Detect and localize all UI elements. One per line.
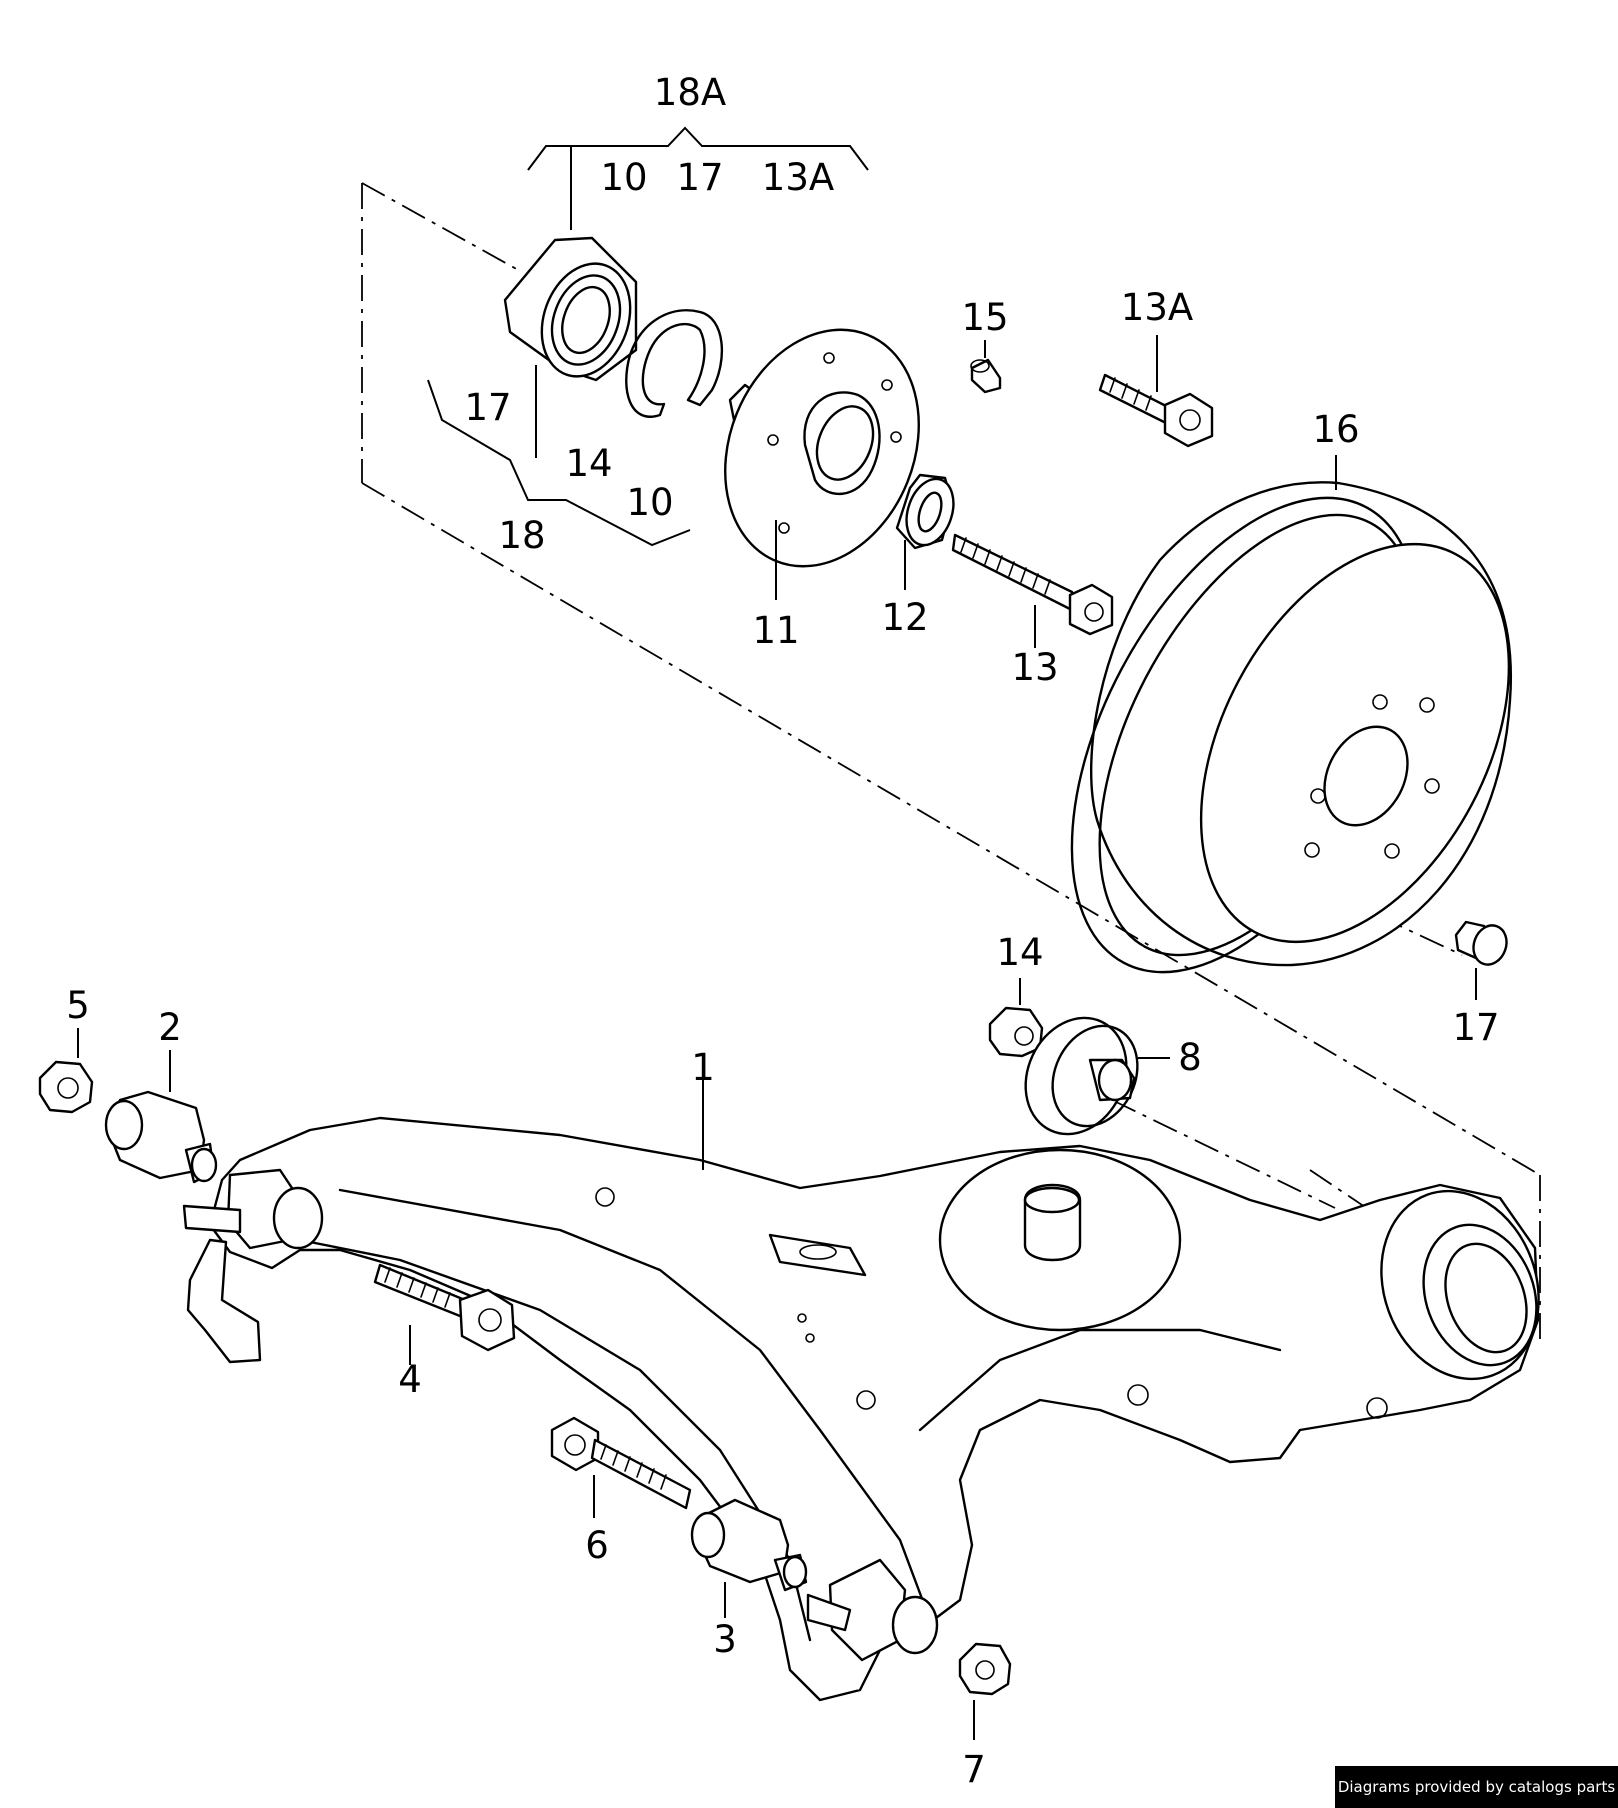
bushing-front (104, 1090, 218, 1184)
callout-1: 1 (691, 1046, 715, 1089)
callout-14-left: 14 (565, 442, 612, 485)
nut-right (988, 1006, 1044, 1058)
callout-2: 2 (158, 1006, 182, 1049)
callout-11: 11 (752, 609, 799, 652)
callout-5: 5 (66, 984, 90, 1027)
callout-10-left: 10 (626, 481, 673, 524)
wheel-bearing (503, 236, 638, 382)
callout-3: 3 (713, 1618, 737, 1661)
snap-ring (625, 309, 723, 418)
callout-17-left: 17 (464, 386, 511, 429)
callout-7: 7 (962, 1748, 986, 1791)
axle-beam (182, 1116, 1540, 1702)
callout-labels: 18A 10 17 13A 17 14 10 18 11 12 13 15 13… (66, 71, 1499, 1791)
callout-17-top: 17 (676, 156, 723, 199)
group-bracket-18 (427, 365, 691, 547)
callout-13A-top: 13A (762, 156, 834, 199)
callout-14-right: 14 (996, 931, 1043, 974)
callout-17-right: 17 (1452, 1006, 1499, 1049)
nut-rear (958, 1642, 1012, 1696)
group-bracket-18A (527, 126, 869, 230)
mount-rubber (1024, 1016, 1139, 1136)
dowel-pin (970, 358, 1002, 394)
callout-6: 6 (585, 1524, 609, 1567)
callout-8: 8 (1178, 1036, 1202, 1079)
footer-credit: Diagrams provided by catalogs parts (1335, 1766, 1618, 1808)
flange-bolt (1098, 373, 1214, 448)
callout-12: 12 (881, 596, 928, 639)
callout-13A: 13A (1121, 286, 1193, 329)
bushing-rear (690, 1498, 808, 1592)
brake-drum (1070, 481, 1513, 974)
pivot-bolt-rear (550, 1416, 692, 1510)
callout-10-top: 10 (600, 156, 647, 199)
wheel-bolt (1454, 920, 1508, 966)
hub-cap (895, 473, 955, 550)
callout-18A: 18A (654, 71, 726, 114)
callout-16: 16 (1312, 408, 1359, 451)
nut-left (38, 1060, 94, 1114)
hub-bolt (951, 533, 1114, 636)
callout-18: 18 (498, 514, 545, 557)
pivot-bolt-front (373, 1263, 516, 1352)
callout-15: 15 (961, 296, 1008, 339)
callout-13: 13 (1011, 646, 1058, 689)
wheel-hub (724, 328, 920, 568)
leader-lines (77, 335, 1477, 1740)
callout-4: 4 (398, 1358, 422, 1401)
